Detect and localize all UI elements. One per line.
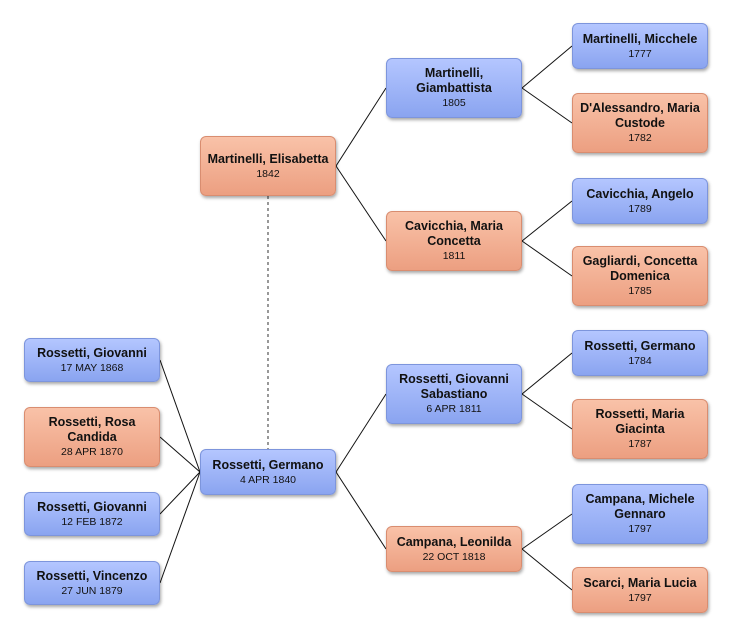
- ancestor-connector: [521, 240, 573, 277]
- person-card-giovanni-sabastiano-rossetti[interactable]: Rossetti, Giovanni Sabastiano 6 APR 1811: [386, 364, 522, 424]
- child-connector: [159, 436, 201, 473]
- person-name: Martinelli, Micchele: [582, 31, 698, 46]
- ancestor-connector: [335, 165, 387, 242]
- ancestor-connector: [335, 393, 387, 473]
- child-card-giovanni-1872[interactable]: Rossetti, Giovanni 12 FEB 1872: [24, 492, 160, 536]
- person-card-germano-rossetti[interactable]: Rossetti, Germano 4 APR 1840: [200, 449, 336, 495]
- person-card-leonilda-campana[interactable]: Campana, Leonilda 22 OCT 1818: [386, 526, 522, 572]
- ancestor-connector: [335, 87, 387, 167]
- person-name: D'Alessandro, Maria Custode: [580, 101, 700, 130]
- ancestor-connector: [335, 471, 387, 550]
- person-date: 1784: [628, 354, 652, 367]
- person-name: Cavicchia, Angelo: [586, 186, 694, 201]
- person-name: Scarci, Maria Lucia: [583, 575, 697, 590]
- person-name: Martinelli, Elisabetta: [207, 151, 329, 166]
- person-name: Rossetti, Maria Giacinta: [595, 407, 685, 436]
- person-date: 17 MAY 1868: [60, 361, 124, 374]
- child-connector: [159, 471, 201, 515]
- person-card-maria-custode-dalessandro[interactable]: D'Alessandro, Maria Custode 1782: [572, 93, 708, 153]
- person-date: 1789: [628, 202, 652, 215]
- person-date: 1782: [628, 132, 652, 144]
- person-name: Campana, Michele Gennaro: [585, 492, 695, 521]
- person-date: 12 FEB 1872: [61, 515, 123, 528]
- person-name: Rossetti, Giovanni: [37, 345, 147, 360]
- person-name: Cavicchia, Maria Concetta: [405, 219, 503, 248]
- person-name: Martinelli, Giambattista: [416, 66, 492, 95]
- person-card-maria-giacinta-rossetti[interactable]: Rossetti, Maria Giacinta 1787: [572, 399, 708, 459]
- person-date: 6 APR 1811: [426, 403, 482, 415]
- ancestor-connector: [521, 393, 573, 430]
- person-date: 27 JUN 1879: [61, 584, 123, 597]
- child-card-giovanni-1868[interactable]: Rossetti, Giovanni 17 MAY 1868: [24, 338, 160, 382]
- person-card-michele-gennaro-campana[interactable]: Campana, Michele Gennaro 1797: [572, 484, 708, 544]
- person-name: Gagliardi, Concetta Domenica: [582, 254, 698, 283]
- ancestor-connector: [521, 548, 573, 591]
- person-date: 1842: [256, 167, 280, 180]
- person-card-micchele-martinelli[interactable]: Martinelli, Micchele 1777: [572, 23, 708, 69]
- ancestor-connector: [521, 87, 573, 124]
- person-name: Campana, Leonilda: [396, 534, 512, 549]
- person-date: 28 APR 1870: [61, 446, 123, 458]
- person-card-maria-lucia-scarci[interactable]: Scarci, Maria Lucia 1797: [572, 567, 708, 613]
- person-date: 22 OCT 1818: [422, 550, 486, 563]
- person-card-angelo-cavicchia[interactable]: Cavicchia, Angelo 1789: [572, 178, 708, 224]
- ancestor-connector: [521, 45, 573, 89]
- ancestor-connector: [521, 513, 573, 550]
- person-date: 1797: [628, 591, 652, 604]
- ancestor-connector: [521, 352, 573, 395]
- person-card-germano-rossetti-sr[interactable]: Rossetti, Germano 1784: [572, 330, 708, 376]
- person-date: 1787: [628, 438, 652, 450]
- person-name: Rossetti, Rosa Candida: [48, 415, 136, 444]
- person-card-maria-concetta-cavicchia[interactable]: Cavicchia, Maria Concetta 1811: [386, 211, 522, 271]
- person-date: 1805: [442, 97, 466, 109]
- person-name: Rossetti, Germano: [212, 457, 324, 472]
- person-name: Rossetti, Giovanni: [37, 499, 147, 514]
- person-name: Rossetti, Germano: [584, 338, 696, 353]
- child-card-vincenzo[interactable]: Rossetti, Vincenzo 27 JUN 1879: [24, 561, 160, 605]
- person-card-elisabetta-martinelli[interactable]: Martinelli, Elisabetta 1842: [200, 136, 336, 196]
- person-date: 1777: [628, 47, 652, 60]
- person-date: 4 APR 1840: [239, 473, 297, 486]
- child-connector: [159, 359, 201, 473]
- ancestor-connector: [521, 200, 573, 242]
- person-date: 1785: [628, 285, 652, 297]
- child-card-rosa-candida[interactable]: Rossetti, Rosa Candida 28 APR 1870: [24, 407, 160, 467]
- person-card-concetta-domenica-gagliardi[interactable]: Gagliardi, Concetta Domenica 1785: [572, 246, 708, 306]
- person-date: 1797: [628, 523, 652, 535]
- person-name: Rossetti, Vincenzo: [36, 568, 148, 583]
- person-name: Rossetti, Giovanni Sabastiano: [399, 372, 509, 401]
- child-connector: [159, 471, 201, 584]
- person-date: 1811: [442, 250, 466, 262]
- person-card-giambattista-martinelli[interactable]: Martinelli, Giambattista 1805: [386, 58, 522, 118]
